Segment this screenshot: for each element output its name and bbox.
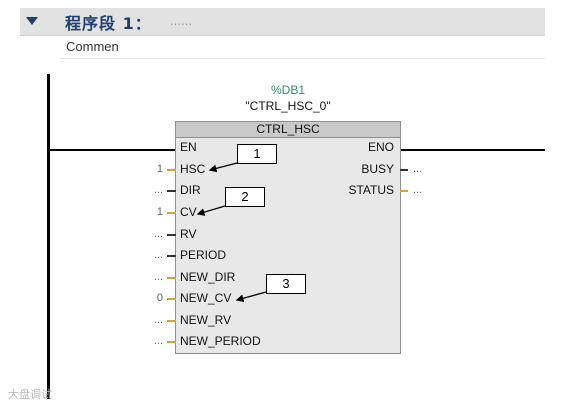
pin-new-period[interactable]: NEW_PERIOD bbox=[180, 334, 261, 348]
pin-hsc-value[interactable]: 1 bbox=[156, 163, 163, 175]
pin-period[interactable]: PERIOD bbox=[180, 248, 227, 262]
network-comment[interactable]: Commen bbox=[60, 36, 545, 59]
pin-new-dir-wire bbox=[167, 277, 176, 279]
pin-dir[interactable]: DIR bbox=[180, 183, 201, 197]
pin-status-value[interactable]: ... bbox=[413, 184, 423, 196]
pin-dir-value[interactable]: ... bbox=[153, 184, 163, 196]
db-number[interactable]: %DB1 bbox=[270, 83, 305, 97]
pin-busy[interactable]: BUSY bbox=[361, 162, 394, 176]
pin-new-dir[interactable]: NEW_DIR bbox=[180, 270, 236, 284]
comment-text[interactable]: Commen bbox=[66, 39, 119, 54]
pin-hsc[interactable]: HSC bbox=[180, 162, 206, 176]
pin-new-dir-value[interactable]: ... bbox=[153, 271, 163, 283]
pin-new-period-value[interactable]: ... bbox=[153, 335, 163, 347]
network-header[interactable]: 程序段 1： …… bbox=[20, 8, 545, 36]
callout-1: 1 bbox=[237, 144, 277, 164]
en-connection-line bbox=[50, 149, 175, 151]
pin-new-cv-value[interactable]: 0 bbox=[156, 292, 163, 304]
pin-busy-value[interactable]: ... bbox=[413, 163, 423, 175]
pin-cv-value[interactable]: 1 bbox=[156, 206, 163, 218]
eno-connection-line bbox=[400, 149, 545, 151]
pin-hsc-wire bbox=[167, 169, 176, 171]
watermark: 大盘调试 bbox=[8, 388, 52, 401]
callout-2: 2 bbox=[225, 187, 265, 207]
network-title: 程序段 1： bbox=[65, 14, 152, 33]
pin-new-cv[interactable]: NEW_CV bbox=[180, 291, 232, 305]
pin-eno[interactable]: ENO bbox=[367, 140, 394, 154]
pin-en[interactable]: EN bbox=[180, 140, 197, 154]
callout-3: 3 bbox=[266, 274, 306, 294]
pin-rv-wire bbox=[167, 234, 176, 236]
block-type: CTRL_HSC bbox=[176, 122, 400, 138]
power-rail bbox=[47, 74, 50, 399]
collapse-arrow-icon[interactable] bbox=[26, 17, 38, 25]
pin-busy-wire bbox=[400, 169, 408, 171]
pin-rv[interactable]: RV bbox=[180, 227, 197, 241]
pin-new-rv-value[interactable]: ... bbox=[153, 314, 163, 326]
pin-new-cv-wire bbox=[167, 298, 176, 300]
pin-cv-wire bbox=[167, 212, 176, 214]
instance-name[interactable]: "CTRL_HSC_0" bbox=[245, 99, 331, 113]
pin-new-rv-wire bbox=[167, 320, 176, 322]
pin-dir-wire bbox=[167, 190, 176, 192]
pin-period-wire bbox=[167, 255, 176, 257]
network-title-placeholder[interactable]: …… bbox=[170, 15, 192, 28]
pin-cv[interactable]: CV bbox=[180, 205, 197, 219]
ctrl-hsc-block[interactable]: CTRL_HSC bbox=[175, 121, 401, 354]
pin-status[interactable]: STATUS bbox=[348, 183, 394, 197]
pin-new-rv[interactable]: NEW_RV bbox=[180, 313, 232, 327]
pin-new-period-wire bbox=[167, 341, 176, 343]
pin-status-wire bbox=[400, 190, 408, 192]
pin-rv-value[interactable]: ... bbox=[153, 228, 163, 240]
pin-period-value[interactable]: ... bbox=[153, 249, 163, 261]
